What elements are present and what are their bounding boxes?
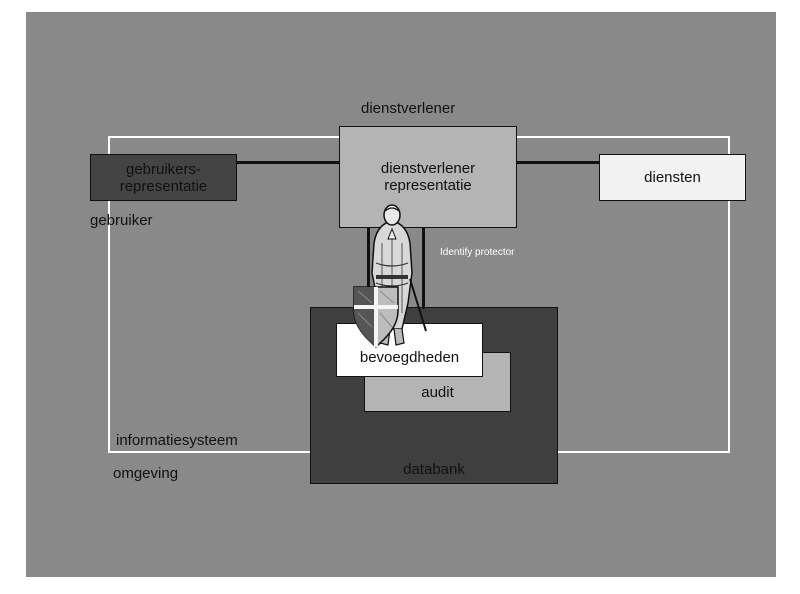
connector-provider-services bbox=[516, 161, 600, 164]
service-provider-representation-label: dienstverlener representatie bbox=[380, 160, 476, 194]
information-system-label: informatiesysteem bbox=[116, 432, 238, 449]
services-box: diensten bbox=[599, 154, 746, 201]
link-provider-database-right bbox=[422, 227, 425, 309]
connector-user-provider bbox=[236, 161, 340, 164]
protector-label: Identify protector bbox=[440, 247, 515, 258]
environment-label: omgeving bbox=[113, 465, 179, 482]
user-representation-label: gebruikers- representatie bbox=[119, 160, 208, 195]
audit-label: audit bbox=[421, 384, 454, 401]
link-provider-database-left bbox=[367, 227, 370, 309]
service-provider-heading: dienstverlener bbox=[361, 100, 456, 117]
authorizations-label: bevoegdheden bbox=[359, 349, 460, 366]
database-label: databank bbox=[403, 461, 465, 478]
user-representation-box: gebruikers- representatie bbox=[90, 154, 237, 201]
user-label: gebruiker bbox=[90, 212, 153, 229]
knight-icon bbox=[353, 204, 427, 349]
authorizations-box: bevoegdheden bbox=[336, 323, 483, 377]
service-provider-representation-box: dienstverlener representatie bbox=[339, 126, 517, 228]
services-label: diensten bbox=[644, 169, 701, 186]
